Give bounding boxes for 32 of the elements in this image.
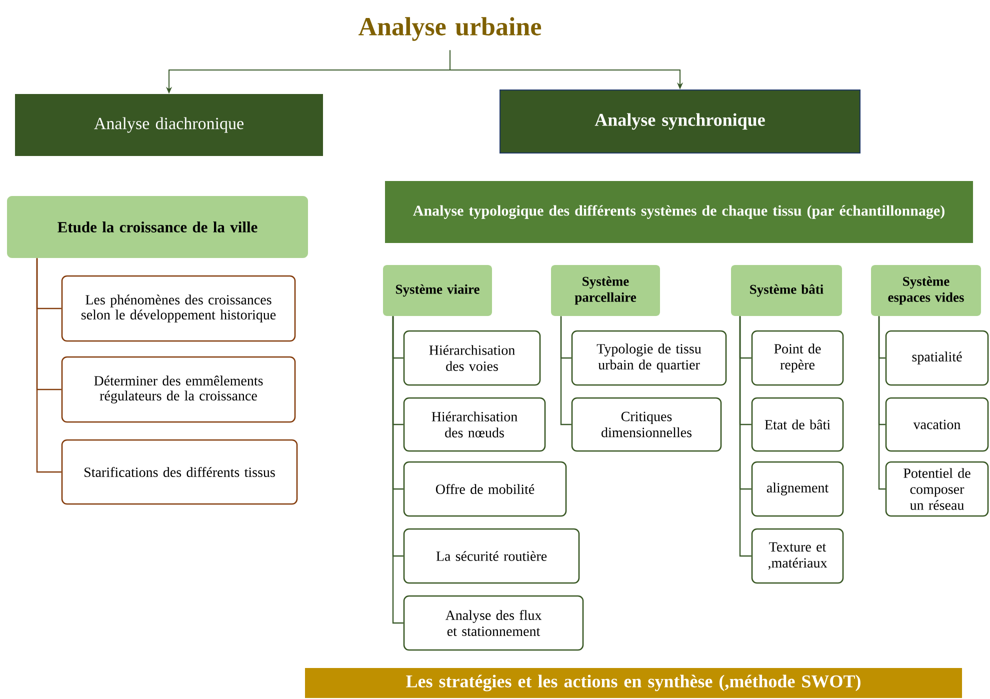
item-box: Hiérarchisation des voies xyxy=(403,330,541,386)
connector xyxy=(36,258,62,473)
item-box: Typologie de tissu urbain de quartier xyxy=(571,330,727,386)
connector xyxy=(392,316,404,624)
heading-box: Système espaces vides xyxy=(871,265,981,316)
item-box: Analyse des flux et stationnement xyxy=(403,595,584,651)
item-box: Etat de bâti xyxy=(751,397,844,452)
heading-box: Système parcellaire xyxy=(551,265,660,316)
item-box: La sécurité routière xyxy=(403,528,580,584)
item-box: vacation xyxy=(885,397,989,452)
item-box: spatialité xyxy=(885,330,989,386)
section-box: Analyse synchronique xyxy=(500,90,860,154)
connector xyxy=(560,316,572,426)
item-box: Potentiel de composer un réseau xyxy=(885,461,989,517)
heading-box: Etude la croissance de la ville xyxy=(7,196,308,258)
heading-box: Système viaire xyxy=(383,265,492,316)
item-box: Les phénomènes des croissances selon le développement historique xyxy=(61,275,296,342)
item-box: Texture et ,matériaux xyxy=(751,528,844,584)
heading-text: Analyse urbaine xyxy=(358,17,542,41)
heading-box: Système bâti xyxy=(731,265,842,316)
heading-box: Analyse typologique des différents systèmes de chaque tissu (par échantillonnage) xyxy=(385,181,974,243)
item-box: Point de repère xyxy=(751,330,844,386)
item-box: Starifications des différents tissus xyxy=(61,439,298,505)
item-box: Hiérarchisation des nœuds xyxy=(403,397,546,452)
section-box: Analyse diachronique xyxy=(15,94,323,156)
item-box: Critiques dimensionnelles xyxy=(571,397,722,452)
item-box: alignement xyxy=(751,461,844,517)
connector xyxy=(878,316,886,490)
banner-box: Les stratégies et les actions en synthèse (,méthode SWOT) xyxy=(305,668,962,698)
item-box: Déterminer des emmêlements régulateurs de la croissance xyxy=(61,356,296,423)
connector xyxy=(739,316,752,557)
item-box: Offre de mobilité xyxy=(403,461,567,517)
